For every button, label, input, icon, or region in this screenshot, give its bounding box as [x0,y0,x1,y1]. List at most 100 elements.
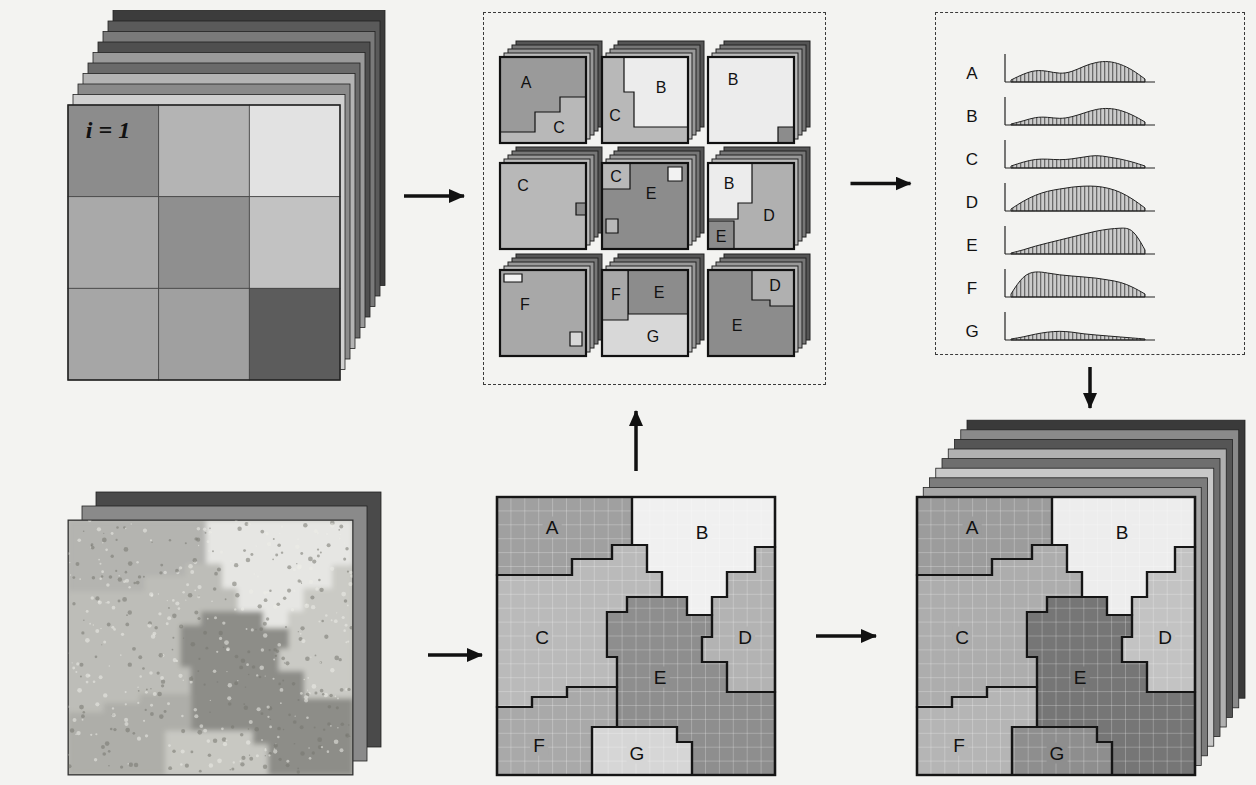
photo-speckle [342,616,345,619]
photo-speckle [226,671,227,672]
tile-border [708,57,794,143]
flow-arrow [1088,367,1092,408]
tile-border [708,163,794,249]
photo-speckle [183,680,184,681]
photo-speckle [217,567,221,571]
photo-speckle [237,680,238,681]
histogram-drawing [1005,54,1155,340]
photo-speckle [72,662,73,663]
photo-speckle [129,763,133,767]
photo-speckle [123,526,126,529]
photo-speckle [307,690,308,691]
map-border [68,520,353,775]
photo-speckle [178,674,182,678]
photo-speckle [105,549,108,552]
segment-tile [500,147,602,249]
region-letter: F [520,297,530,313]
photo-speckle [110,728,113,731]
histogram-curve [1011,108,1145,125]
photo-speckle [185,542,187,544]
photo-speckle [243,549,246,552]
photo-speckle [341,722,345,726]
photo-speckle [286,763,290,767]
photo-speckle [340,748,344,752]
grid-line [917,677,1195,678]
photo-speckle [213,587,217,591]
tile-border [500,163,586,249]
pixel-cell [159,288,250,380]
photo-speckle [273,538,275,540]
photo-speckle [330,567,334,571]
pixel-cell [159,197,250,289]
map-border [497,497,775,775]
histogram-panel: ABCDEFG [935,12,1245,355]
histogram-label: G [965,323,978,340]
photo-speckle [76,562,80,566]
photo-speckle [285,626,287,628]
tile-region [576,203,586,215]
photo-speckle [116,526,119,529]
photo-speckle [118,577,122,581]
grid-line [497,705,775,706]
image-band-stack-drawing [68,11,385,381]
photo-speckle [226,647,230,651]
photo-speckle [277,643,281,647]
photo-speckle [137,686,139,688]
photo-speckle [83,619,84,620]
object-layer-stack: ABCDEFG [917,420,1245,775]
photo-speckle [295,716,296,717]
photo-speckle [336,612,337,613]
photo-speckle [172,637,174,639]
photo-speckle [321,620,324,623]
histogram-label: D [966,194,978,211]
tile-border [602,57,688,143]
map-region [165,731,268,775]
photo-speckle [186,583,189,586]
photo-speckle [102,542,103,543]
photo-speckle [91,543,94,546]
photo-speckle [116,539,118,541]
tile-border [602,270,688,356]
photo-speckle [167,702,170,705]
flow-arrow [634,411,638,471]
photo-speckle [339,534,340,535]
photo-speckle [150,712,154,716]
tile-region [778,127,794,143]
region-letter: E [646,186,657,202]
photo-speckle [136,561,139,564]
photo-speckle [93,624,94,625]
segment-tiles-panel: ACBCBCCEBDEFFEGDE [483,12,826,385]
photo-speckle [91,596,94,599]
tile-border [500,270,586,356]
photo-speckle [297,579,300,582]
photo-speckle [190,570,194,574]
histogram-axis [1005,81,1155,82]
region-boundary [917,497,1052,575]
photo-speckle [161,684,164,687]
photo-speckle [283,729,284,730]
photo-speckle [295,544,300,549]
photo-speckle [340,688,344,692]
photo-speckle [235,655,239,659]
photo-speckle [197,585,201,589]
photo-speckle [124,547,129,552]
photo-speckle [112,707,114,709]
photo-speckle [300,626,304,630]
photo-speckle [124,722,128,726]
photo-speckle [344,599,347,602]
histogram-axis [1004,183,1005,211]
photo-speckle [143,529,147,533]
photo-speckle [89,623,91,625]
photo-speckle [281,525,283,527]
region-letter: E [716,229,727,245]
photo-speckle [228,683,232,687]
tile-region [602,163,630,189]
photo-speckle [314,691,317,694]
photo-speckle [80,675,82,677]
photo-speckle [312,559,316,563]
photo-speckle [208,753,211,756]
photo-speckle [267,542,271,546]
photo-speckle [77,538,81,542]
photo-speckle [185,600,186,601]
